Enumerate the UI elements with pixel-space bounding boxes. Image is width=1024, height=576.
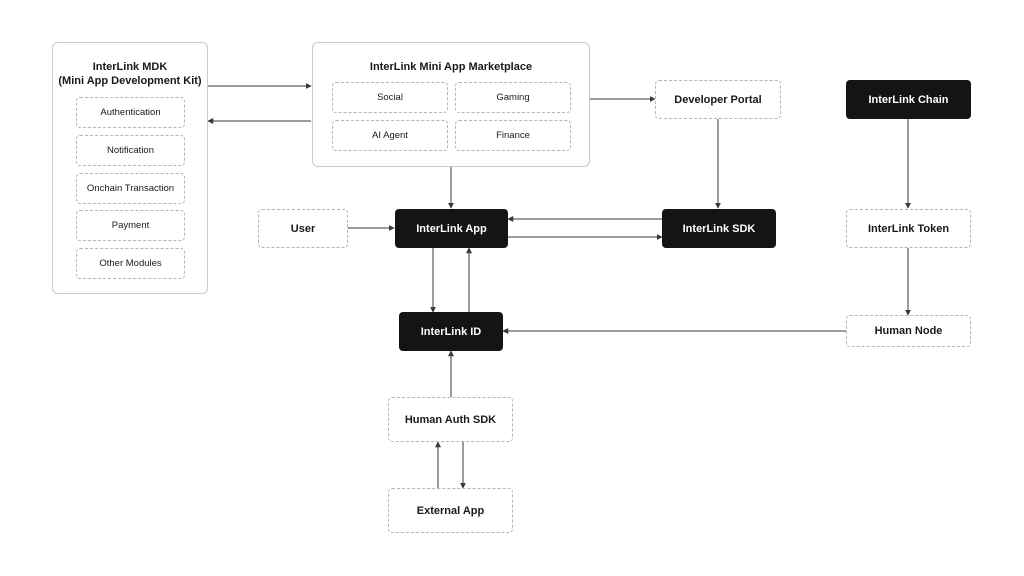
mdk-title-line1: InterLink MDK xyxy=(92,61,168,73)
mdk-module-payment: Payment xyxy=(76,210,185,241)
mdk-title-line2: (Mini App Development Kit) xyxy=(58,75,202,87)
node-interlink-chain: InterLink Chain xyxy=(846,80,971,119)
node-human-node: Human Node xyxy=(846,315,971,347)
node-human-auth-sdk: Human Auth SDK xyxy=(388,397,513,442)
node-interlink-sdk: InterLink SDK xyxy=(662,209,776,248)
category-gaming: Gaming xyxy=(455,82,571,113)
mdk-module-other-modules: Other Modules xyxy=(76,248,185,279)
node-interlink-token: InterLink Token xyxy=(846,209,971,248)
mdk-title: InterLink MDK (Mini App Development Kit) xyxy=(53,60,207,88)
node-interlink-id: InterLink ID xyxy=(399,312,503,351)
node-interlink-app: InterLink App xyxy=(395,209,508,248)
category-finance: Finance xyxy=(455,120,571,151)
node-developer-portal: Developer Portal xyxy=(655,80,781,119)
mdk-module-authentication: Authentication xyxy=(76,97,185,128)
marketplace-title: InterLink Mini App Marketplace xyxy=(369,61,533,73)
mdk-module-onchain-transaction: Onchain Transaction xyxy=(76,173,185,204)
category-ai-agent: AI Agent xyxy=(332,120,448,151)
node-user: User xyxy=(258,209,348,248)
mdk-module-notification: Notification xyxy=(76,135,185,166)
category-social: Social xyxy=(332,82,448,113)
mdk-panel: InterLink MDK (Mini App Development Kit)… xyxy=(52,42,208,294)
node-external-app: External App xyxy=(388,488,513,533)
marketplace-panel: InterLink Mini App Marketplace Social Ga… xyxy=(312,42,590,167)
